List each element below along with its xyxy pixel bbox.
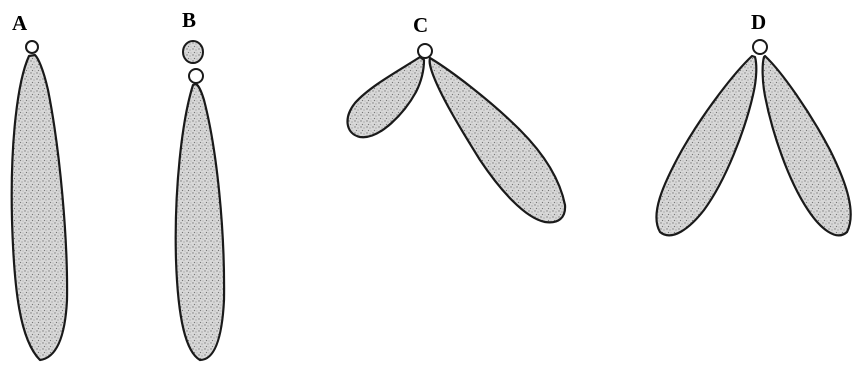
satellite-b [183, 41, 203, 63]
centromere-b [189, 69, 203, 83]
centromere-c [418, 44, 432, 58]
chromosome-long-arm-c [430, 58, 565, 222]
panel-label-b: B [182, 8, 196, 32]
centromere-d [753, 40, 767, 54]
chromosome-arm-a [12, 55, 67, 360]
panel-label-d: D [751, 10, 766, 34]
panel-label-c: C [413, 13, 428, 37]
panel-c: C [348, 13, 566, 222]
chromosome-arm-b [176, 84, 224, 360]
centromere-a [26, 41, 38, 53]
chromosome-short-arm-c [348, 57, 424, 137]
chromosome-left-arm-d [656, 56, 756, 235]
chromosome-right-arm-d [763, 56, 851, 235]
panel-d: D [656, 10, 850, 235]
panel-b: B [176, 8, 224, 360]
panel-a: A [12, 11, 67, 360]
panel-label-a: A [12, 11, 28, 35]
